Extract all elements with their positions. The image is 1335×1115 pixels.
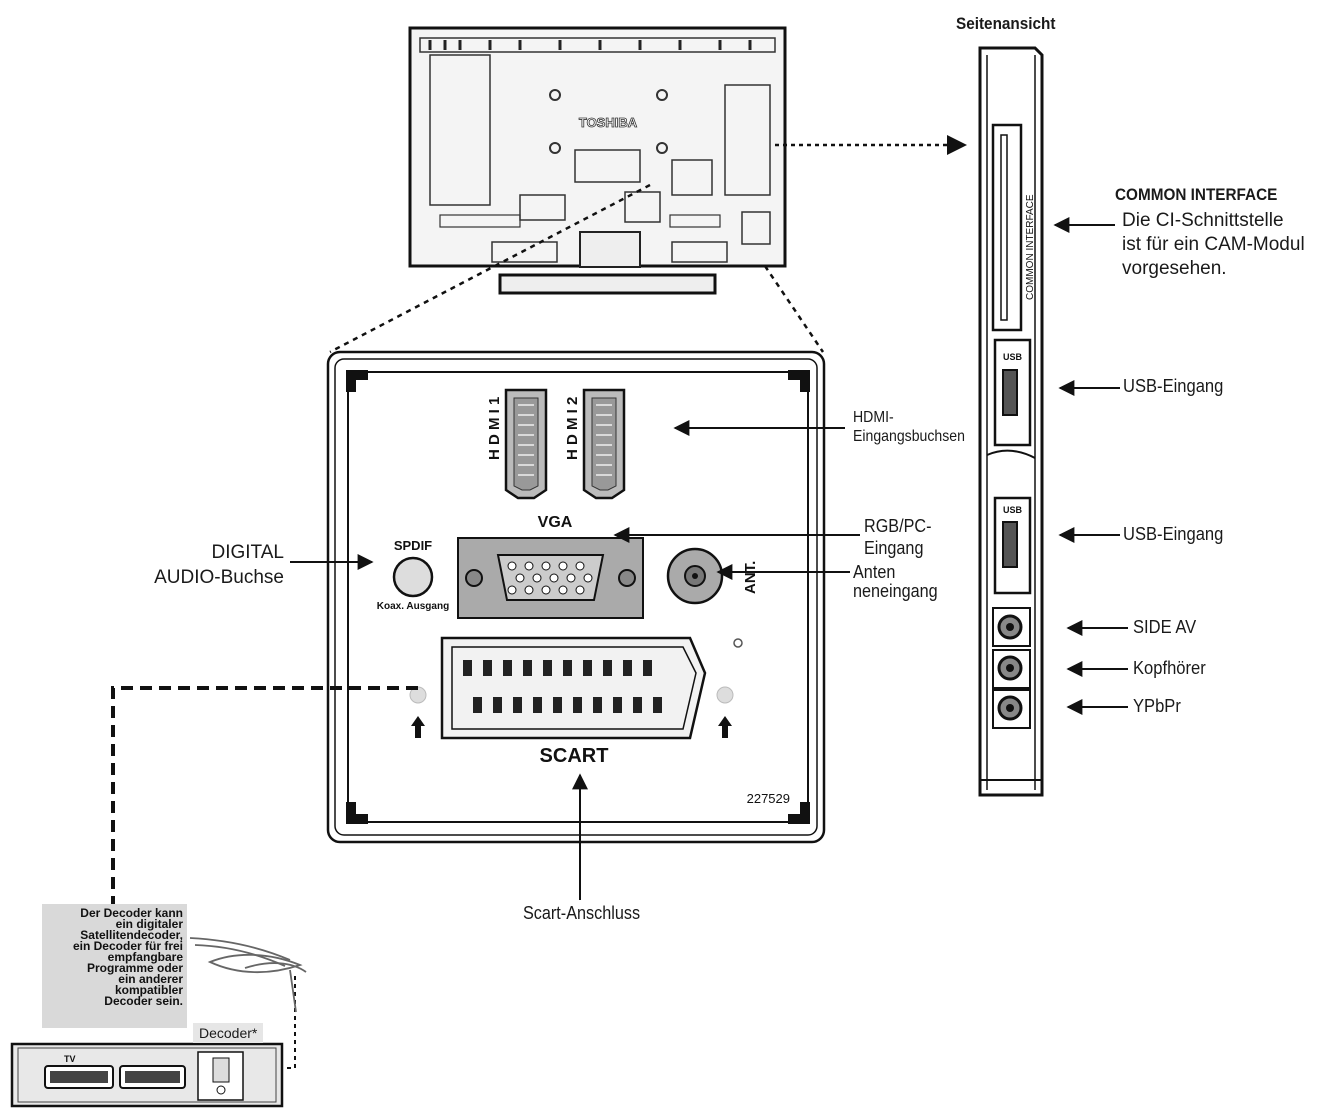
digital-audio-label: DIGITAL AUDIO-Buchse	[154, 542, 284, 588]
vga-text: VGA	[538, 514, 573, 531]
hdmi-label: HDMI- Eingangsbuchsen	[853, 409, 965, 445]
hdmi-1-text: H D M I 1	[486, 397, 503, 460]
decoder-tv-label: TV	[64, 1054, 76, 1064]
scart-connector-label: Scart-Anschluss	[523, 903, 641, 923]
spdif-sub-text: Koax. Ausgang	[377, 601, 449, 612]
headphones-label: Kopfhörer	[1133, 658, 1206, 678]
satellite-antenna-icon	[189, 937, 307, 1013]
connector-panel: H D M I 1 H D M I 2 VGA SPDIF Koax. Ausg…	[326, 350, 826, 844]
spdif-jack	[392, 556, 434, 598]
usb-port-2	[993, 496, 1032, 595]
common-interface-desc: Die CI-Schnittstelle ist für ein CAM-Mod…	[1122, 210, 1305, 279]
brand-logo: TOSHIBA	[579, 115, 638, 130]
ci-slot-label: COMMON INTERFACE	[1025, 194, 1036, 300]
ant-text: ANT.	[742, 561, 759, 594]
side-view-title: Seitenansicht	[956, 14, 1056, 33]
tv-side-view: COMMON INTERFACE USB USB	[978, 46, 1044, 797]
usb-input-label-1: USB-Eingang	[1123, 376, 1224, 396]
side-av-label: SIDE AV	[1133, 617, 1197, 637]
decoder-label: Decoder*	[193, 1023, 264, 1043]
ypbpr-label: YPbPr	[1133, 696, 1181, 716]
usb-port-1-text: USB	[1003, 352, 1023, 362]
rgb-pc-label: RGB/PC- Eingang	[864, 516, 932, 558]
spdif-text: SPDIF	[394, 538, 432, 553]
scart-text: SCART	[540, 745, 609, 767]
model-code: 227529	[747, 791, 790, 806]
antenna-label: Anten neneingang	[853, 562, 938, 601]
decoder-note: Der Decoder kann ein digitaler Satellite…	[42, 904, 187, 1028]
decoder-box: TV	[10, 1042, 284, 1108]
usb-input-label-2: USB-Eingang	[1123, 524, 1224, 544]
usb-port-2-text: USB	[1003, 505, 1023, 515]
hdmi-2-text: H D M I 2	[564, 397, 581, 460]
tv-rear-view: TOSHIBA	[408, 26, 787, 295]
common-interface-title: COMMON INTERFACE	[1115, 185, 1278, 204]
scart-port	[440, 636, 707, 740]
